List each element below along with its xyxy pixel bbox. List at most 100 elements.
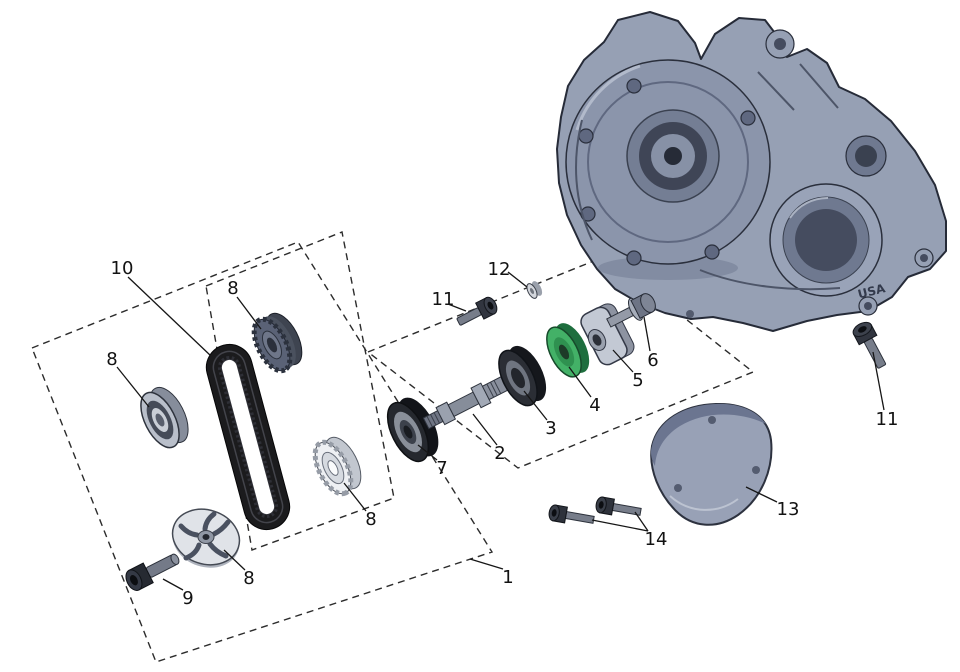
- washer-12: [526, 281, 543, 299]
- belt-inner-hole: [220, 358, 276, 516]
- bolt-shaft: [564, 510, 595, 524]
- pulley-bore: [266, 337, 278, 353]
- right-mount-hole: [920, 254, 928, 262]
- crank-bore-hole: [664, 147, 682, 165]
- impeller-vanes: [178, 511, 231, 561]
- bolt-socket: [551, 509, 557, 517]
- top-mount-hole: [774, 38, 786, 50]
- cylinder-face-ring: [587, 81, 749, 243]
- leader-13: [745, 486, 778, 503]
- callout-8-gear: 8: [365, 509, 376, 530]
- bottom-mount-hole: [864, 302, 872, 310]
- seal-bore: [511, 367, 525, 389]
- cylinder-highlight: [575, 64, 641, 131]
- bolt-shaft: [456, 307, 482, 326]
- leader-14-b: [634, 511, 649, 532]
- bolt-hole: [626, 78, 642, 94]
- leader-7: [417, 444, 438, 461]
- bolt-11-right: [852, 321, 887, 369]
- leader-12: [507, 271, 528, 288]
- callout-14-bolts: 14: [645, 529, 668, 550]
- callout-9-bolt: 9: [182, 588, 193, 609]
- vane: [183, 542, 202, 561]
- leader-4: [568, 366, 592, 398]
- leader-14-a: [591, 519, 649, 532]
- bearing-7: [386, 397, 439, 463]
- leader-lines: [116, 271, 885, 591]
- belt-subassembly-boundary: [205, 231, 395, 551]
- callout-3-seal: 3: [545, 418, 556, 439]
- cover-bolt-hole: [674, 484, 682, 492]
- case-rib: [699, 269, 841, 291]
- cover-highlight: [669, 495, 739, 511]
- callout-11-bolt-right: 11: [876, 409, 899, 430]
- leader-8-impeller: [223, 549, 246, 571]
- leader-8-gear: [343, 482, 367, 512]
- flange-5: [580, 303, 635, 366]
- bolt-shaft: [611, 502, 642, 516]
- shaft-spline-lines: [426, 412, 440, 428]
- leader-8-left: [116, 366, 150, 408]
- callout-11-bolt-left: 11: [432, 289, 455, 310]
- gear-bore: [327, 460, 339, 476]
- bolt-9: [125, 553, 180, 591]
- cover-bolt-hole: [752, 466, 760, 474]
- timing-belt: [205, 343, 291, 531]
- callout-8-impeller: 8: [243, 568, 254, 589]
- impeller-8: [171, 508, 241, 568]
- upper-right-opening-hole: [855, 145, 877, 167]
- bolt-6: [606, 293, 656, 328]
- callout-1-assembly: 1: [502, 567, 513, 588]
- pump-shaft-2: [422, 374, 513, 430]
- belt-teeth: [217, 355, 279, 519]
- bolt-socket: [487, 301, 494, 310]
- leader-8-pulley: [236, 296, 262, 330]
- leader-1: [469, 558, 504, 570]
- callout-labels: 1 2 3 4 5 6 7 8 8 8 8 9 10 11 11 12 13 1…: [106, 258, 898, 609]
- face-bolt-holes: [578, 78, 756, 266]
- vane: [207, 541, 229, 559]
- callout-13-cover: 13: [777, 499, 800, 520]
- leader-10: [127, 276, 212, 357]
- callout-4-green-seal: 4: [589, 395, 600, 416]
- assembly-boundary-outer: [31, 241, 494, 663]
- bolt-11-left: [456, 296, 498, 326]
- washer-back: [531, 281, 543, 296]
- case-rib: [757, 71, 795, 111]
- callout-8-bearing-left: 8: [106, 349, 117, 370]
- bolt-14-a: [548, 504, 595, 524]
- leader-6: [643, 316, 651, 352]
- gear-8-lower: [312, 436, 362, 497]
- bolt-hole: [704, 244, 720, 260]
- bolt-hole: [626, 250, 642, 266]
- case-rib: [575, 119, 593, 241]
- bolt-socket: [598, 501, 604, 509]
- bolt-socket: [858, 326, 867, 333]
- washer-hole: [529, 288, 535, 294]
- cover-bolt-hole: [708, 416, 716, 424]
- callout-8-pulley: 8: [227, 278, 238, 299]
- callout-5-flange: 5: [632, 370, 643, 391]
- pump-cover-13: [650, 402, 773, 526]
- seal-bore: [558, 344, 570, 360]
- bearing-8-left: [140, 386, 189, 449]
- crankcase: USA: [556, 11, 947, 332]
- vane: [202, 511, 217, 532]
- bolt-head-cap: [640, 293, 656, 313]
- bolt-tip: [170, 553, 180, 565]
- leader-9: [162, 578, 184, 591]
- pulley-8-top: [251, 312, 303, 374]
- flange-bore: [592, 334, 602, 346]
- leader-3: [523, 390, 548, 421]
- cover-top-edge: [651, 403, 766, 466]
- gear-teeth: [312, 439, 354, 497]
- callout-12-washer: 12: [488, 259, 511, 280]
- pulley-teeth: [251, 316, 293, 374]
- impeller-bore: [202, 534, 210, 540]
- leader-11-right: [872, 351, 885, 411]
- belt-sheen: [212, 350, 284, 524]
- callout-6-bolt: 6: [647, 350, 658, 371]
- vane: [178, 523, 200, 538]
